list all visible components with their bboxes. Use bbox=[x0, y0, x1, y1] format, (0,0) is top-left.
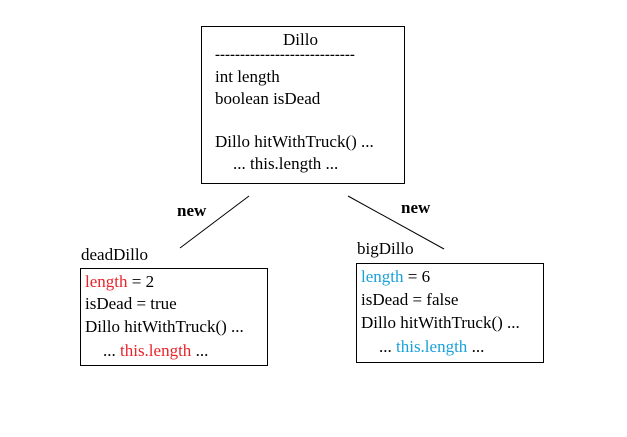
big-dillo-body-highlight: this.length bbox=[396, 337, 468, 356]
big-dillo-isdead: isDead = false bbox=[361, 290, 459, 309]
dead-dillo-method: Dillo hitWithTruck() ... bbox=[85, 317, 244, 336]
big-dillo-length-value: = 6 bbox=[403, 267, 431, 286]
big-dillo-length-key: length bbox=[361, 267, 404, 286]
class-field-isdead: boolean isDead bbox=[215, 89, 321, 108]
big-dillo-box bbox=[356, 263, 544, 363]
new-label-left: new bbox=[177, 201, 207, 220]
dead-dillo-length-value: = 2 bbox=[127, 272, 155, 291]
class-method: Dillo hitWithTruck() ... bbox=[215, 132, 374, 151]
dead-dillo-body-highlight: this.length bbox=[120, 341, 192, 360]
big-dillo-method-body: ... this.length ... bbox=[379, 336, 484, 358]
dead-dillo-method-body: ... this.length ... bbox=[103, 340, 208, 362]
dead-dillo-length-key: length bbox=[85, 272, 128, 291]
class-title: Dillo bbox=[283, 30, 318, 49]
class-field-length: int length bbox=[215, 67, 280, 86]
dead-dillo-name: deadDillo bbox=[81, 245, 149, 264]
right-connector-line bbox=[347, 195, 445, 250]
left-connector-line bbox=[179, 195, 250, 249]
class-divider: ---------------------------- bbox=[215, 47, 355, 63]
big-dillo-name: bigDillo bbox=[357, 239, 414, 258]
dead-dillo-length-line: length = 2 bbox=[85, 271, 154, 293]
dead-dillo-body-prefix: ... bbox=[103, 341, 120, 360]
dillo-class-box bbox=[201, 26, 405, 184]
dead-dillo-isdead: isDead = true bbox=[85, 294, 177, 313]
class-method-body: ... this.length ... bbox=[233, 154, 339, 173]
big-dillo-body-prefix: ... bbox=[379, 337, 396, 356]
big-dillo-body-suffix: ... bbox=[467, 337, 485, 356]
big-dillo-method: Dillo hitWithTruck() ... bbox=[361, 313, 520, 332]
dead-dillo-box bbox=[80, 268, 268, 366]
big-dillo-length-line: length = 6 bbox=[361, 266, 430, 288]
dead-dillo-body-suffix: ... bbox=[191, 341, 209, 360]
new-label-right: new bbox=[401, 198, 431, 217]
